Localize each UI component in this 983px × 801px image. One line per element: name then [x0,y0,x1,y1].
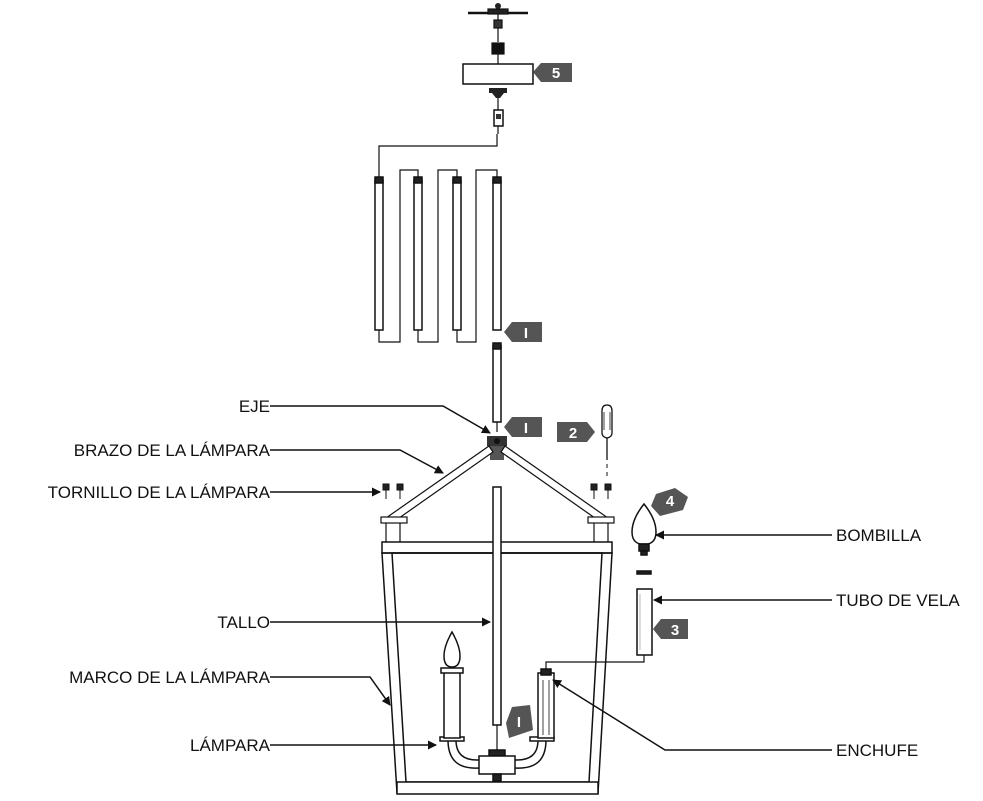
lamp-cluster [439,736,555,782]
step-number: 5 [552,65,560,82]
step-badge-stem: I [506,705,533,738]
rod-segments [374,176,502,331]
label-stem: TALLO [217,613,270,632]
label-lamp-arm: BRAZO DE LA LÁMPARA [74,441,271,460]
step-badge-bulb: 4 [651,488,688,516]
label-lamp: LÁMPARA [190,736,271,755]
step-number: I [524,325,528,342]
down-rods [378,134,498,343]
label-socket: ENCHUFE [836,741,918,760]
label-candle-tube: TUBO DE VELA [836,591,960,610]
step-badge-screwdriver: 2 [557,422,595,442]
stem-rod [492,486,502,750]
leader-lines [270,405,832,751]
step-badge-tube: 3 [653,619,688,639]
step-badge-eje: I [504,417,542,437]
bulb-icon [631,502,657,575]
step-badge-rods: I [504,322,542,342]
lower-rod [492,342,502,432]
step-number: 4 [666,493,675,510]
canopy [462,63,534,134]
step-number: I [517,714,521,731]
screwdriver-icon [601,404,613,476]
label-lamp-frame: MARCO DE LA LÁMPARA [69,668,271,687]
step-number: 3 [671,622,679,639]
lamp-screws [382,483,612,499]
lamp-hub [487,436,507,460]
label-lamp-screw: TORNILLO DE LA LÁMPARA [48,483,271,502]
right-socket [537,668,555,739]
step-badge-canopy: 5 [533,63,572,82]
lamp-arms [380,445,615,544]
candle-tube [636,588,653,656]
step-number: 2 [569,425,577,442]
left-candle [440,630,464,739]
label-eje: EJE [239,397,270,416]
step-number: I [524,420,528,437]
label-bulb: BOMBILLA [836,526,922,545]
tube-socket-connector [545,655,645,670]
mounting-plate [468,3,528,64]
